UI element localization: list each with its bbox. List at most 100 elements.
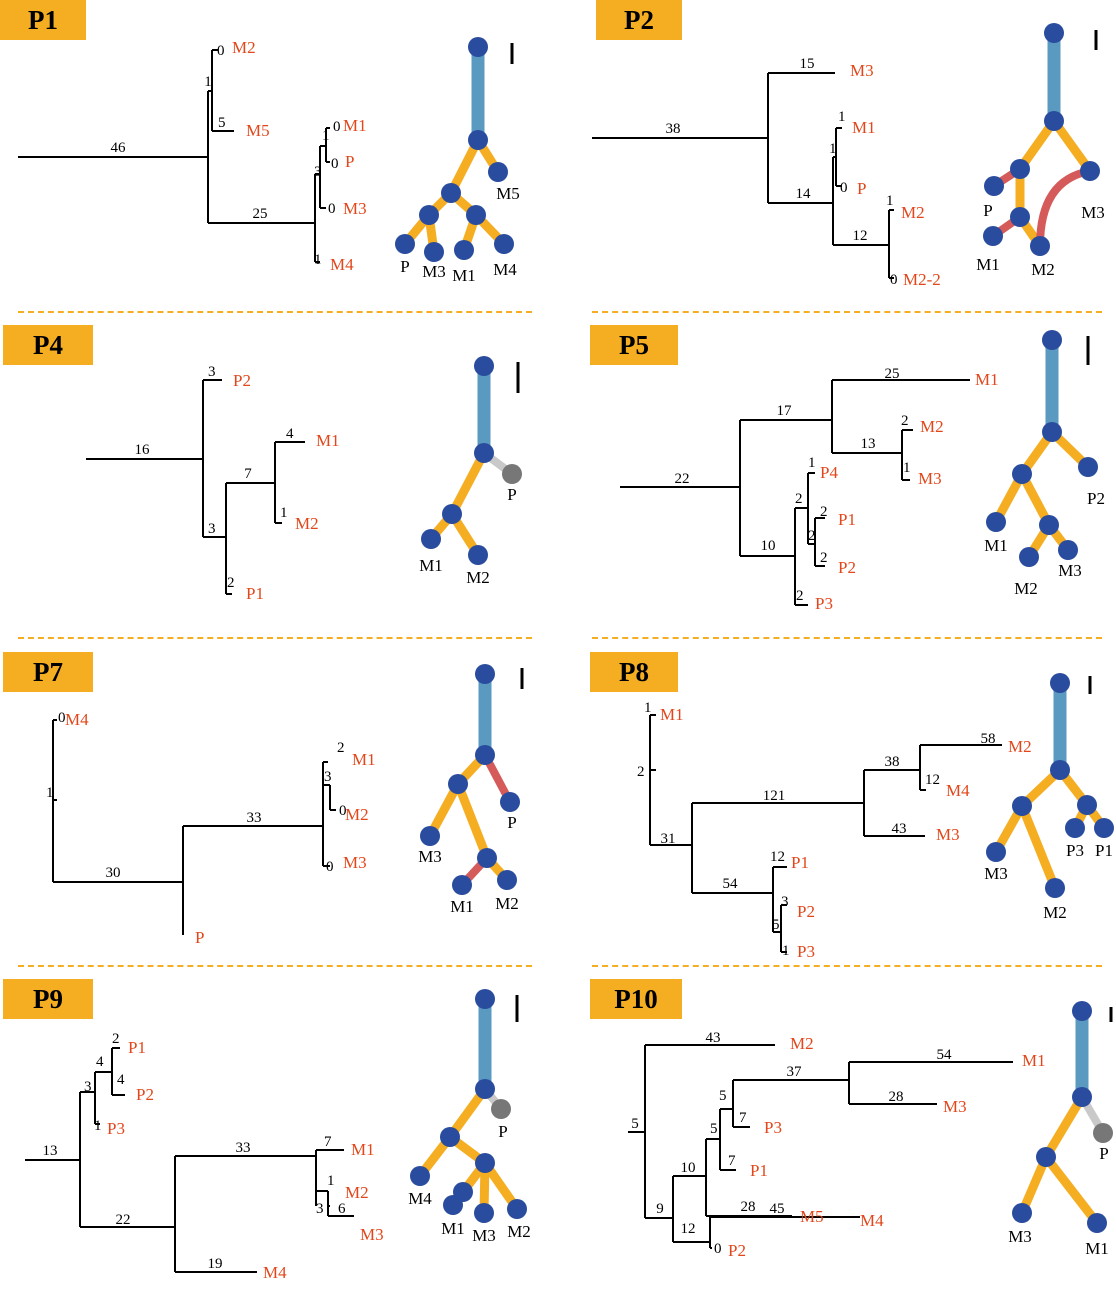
leaf-label: M5 xyxy=(800,1207,824,1226)
node-label: P3 xyxy=(1066,841,1084,860)
branch-length-label: 43 xyxy=(892,821,907,837)
node-label: M3 xyxy=(1058,561,1082,580)
node-label: M3 xyxy=(1081,203,1105,222)
node-circle xyxy=(475,1079,495,1099)
leaf-label: P2 xyxy=(136,1085,154,1104)
node-label: P xyxy=(498,1122,507,1141)
node-circle xyxy=(984,176,1004,196)
branch-length-label: 46 xyxy=(111,140,127,156)
leaf-label: M1 xyxy=(352,750,376,769)
node-label: M4 xyxy=(493,260,517,279)
branch-length-label: 0 xyxy=(840,180,848,196)
branch-length-label: 38 xyxy=(666,121,681,137)
leaf-label: M2 xyxy=(1008,737,1032,756)
node-circle xyxy=(440,1127,460,1147)
branch-length-label: 1 xyxy=(280,505,288,521)
leaf-label: M1 xyxy=(975,370,999,389)
branch-length-label: 0 xyxy=(333,119,341,135)
panel-badge: P5 xyxy=(590,325,678,365)
node-circle xyxy=(395,234,415,254)
branch-length-label: 22 xyxy=(675,471,690,487)
leaf-label: P1 xyxy=(750,1161,768,1180)
node-label: M1 xyxy=(452,266,476,285)
node-label: M3 xyxy=(422,262,446,281)
branch-length-label: 31 xyxy=(661,831,676,847)
leaf-label: P1 xyxy=(246,584,264,603)
panel-badge: P4 xyxy=(3,325,93,365)
leaf-label: M1 xyxy=(343,116,367,135)
branch-length-label: 33 xyxy=(247,810,262,826)
branch-length-label: 1 xyxy=(903,460,911,476)
branch-length-label: 17 xyxy=(777,403,793,419)
divider xyxy=(18,965,532,967)
node-circle xyxy=(1077,795,1097,815)
branch-length-label: 1 xyxy=(644,700,652,716)
divider xyxy=(592,965,1102,967)
branch-edge xyxy=(1041,1152,1102,1228)
branch-length-label: 3 xyxy=(781,894,789,910)
node-label: P xyxy=(507,813,516,832)
leaf-label: M1 xyxy=(660,705,684,724)
branch-length-label: 1 xyxy=(886,193,894,209)
node-circle xyxy=(454,240,474,260)
leaf-label: P1 xyxy=(838,510,856,529)
node-circle xyxy=(488,162,508,182)
node-circle xyxy=(494,234,514,254)
leaf-label: M2 xyxy=(345,1183,369,1202)
branch-edge xyxy=(447,448,489,519)
node-circle xyxy=(1012,796,1032,816)
branch-length-label: 0 xyxy=(714,1241,722,1257)
node-circle xyxy=(1050,760,1070,780)
node-label: M2 xyxy=(1031,260,1055,279)
branch-length-label: 54 xyxy=(723,876,739,892)
branch-length-label: 5 xyxy=(710,1121,718,1137)
branch-length-label: 43 xyxy=(706,1030,721,1046)
node-label: P1 xyxy=(1095,841,1113,860)
leaf-label: M1 xyxy=(351,1140,375,1159)
branch-length-label: 2 xyxy=(901,413,909,429)
branch-length-label: 2 xyxy=(337,740,345,756)
leaf-label: P xyxy=(195,928,204,947)
node-circle xyxy=(1010,207,1030,227)
branch-length-label: 22 xyxy=(116,1212,131,1228)
branch-length-label: 0 xyxy=(890,272,898,288)
branch-length-label: 4 xyxy=(117,1072,125,1088)
branch-length-label: 1 xyxy=(204,74,212,90)
branch-length-label: 2 xyxy=(796,588,804,604)
branch-edge xyxy=(1041,1092,1087,1162)
branch-length-label: 38 xyxy=(885,754,900,770)
leaf-label: P3 xyxy=(815,594,833,613)
node-label: M3 xyxy=(984,864,1008,883)
branch-length-label: 28 xyxy=(741,1199,756,1215)
red-curved-edge xyxy=(1036,167,1091,247)
leaf-label: P1 xyxy=(791,853,809,872)
node-label: M3 xyxy=(1008,1227,1032,1246)
node-circle xyxy=(1036,1147,1056,1167)
branch-length-label: 2 xyxy=(820,504,828,520)
branch-length-label: 3 xyxy=(208,364,216,380)
node-circle xyxy=(424,242,444,262)
branch-length-label: 28 xyxy=(889,1089,904,1105)
node-circle xyxy=(419,205,439,225)
node-circle xyxy=(1019,547,1039,567)
node-circle xyxy=(468,545,488,565)
leaf-label: P3 xyxy=(764,1118,782,1137)
node-circle xyxy=(1072,1087,1092,1107)
leaf-label: P xyxy=(857,179,866,198)
branch-length-label: 1 xyxy=(322,128,330,144)
branch-length-label: 1 xyxy=(838,109,846,125)
leaf-label: M3 xyxy=(343,199,367,218)
branch-length-label: 15 xyxy=(800,56,815,72)
grey-node xyxy=(491,1099,511,1119)
leaf-label: P2 xyxy=(797,902,815,921)
branch-length-label: 54 xyxy=(937,1047,953,1063)
branch-length-label: 37 xyxy=(787,1064,803,1080)
panel-badge: P10 xyxy=(590,979,682,1019)
panel-badge: P1 xyxy=(0,0,86,40)
branch-length-label: 2 xyxy=(112,1031,120,1047)
branch-length-label: 0 xyxy=(326,859,334,875)
node-label: M1 xyxy=(419,556,443,575)
node-circle xyxy=(441,183,461,203)
leaf-label: M3 xyxy=(943,1097,967,1116)
